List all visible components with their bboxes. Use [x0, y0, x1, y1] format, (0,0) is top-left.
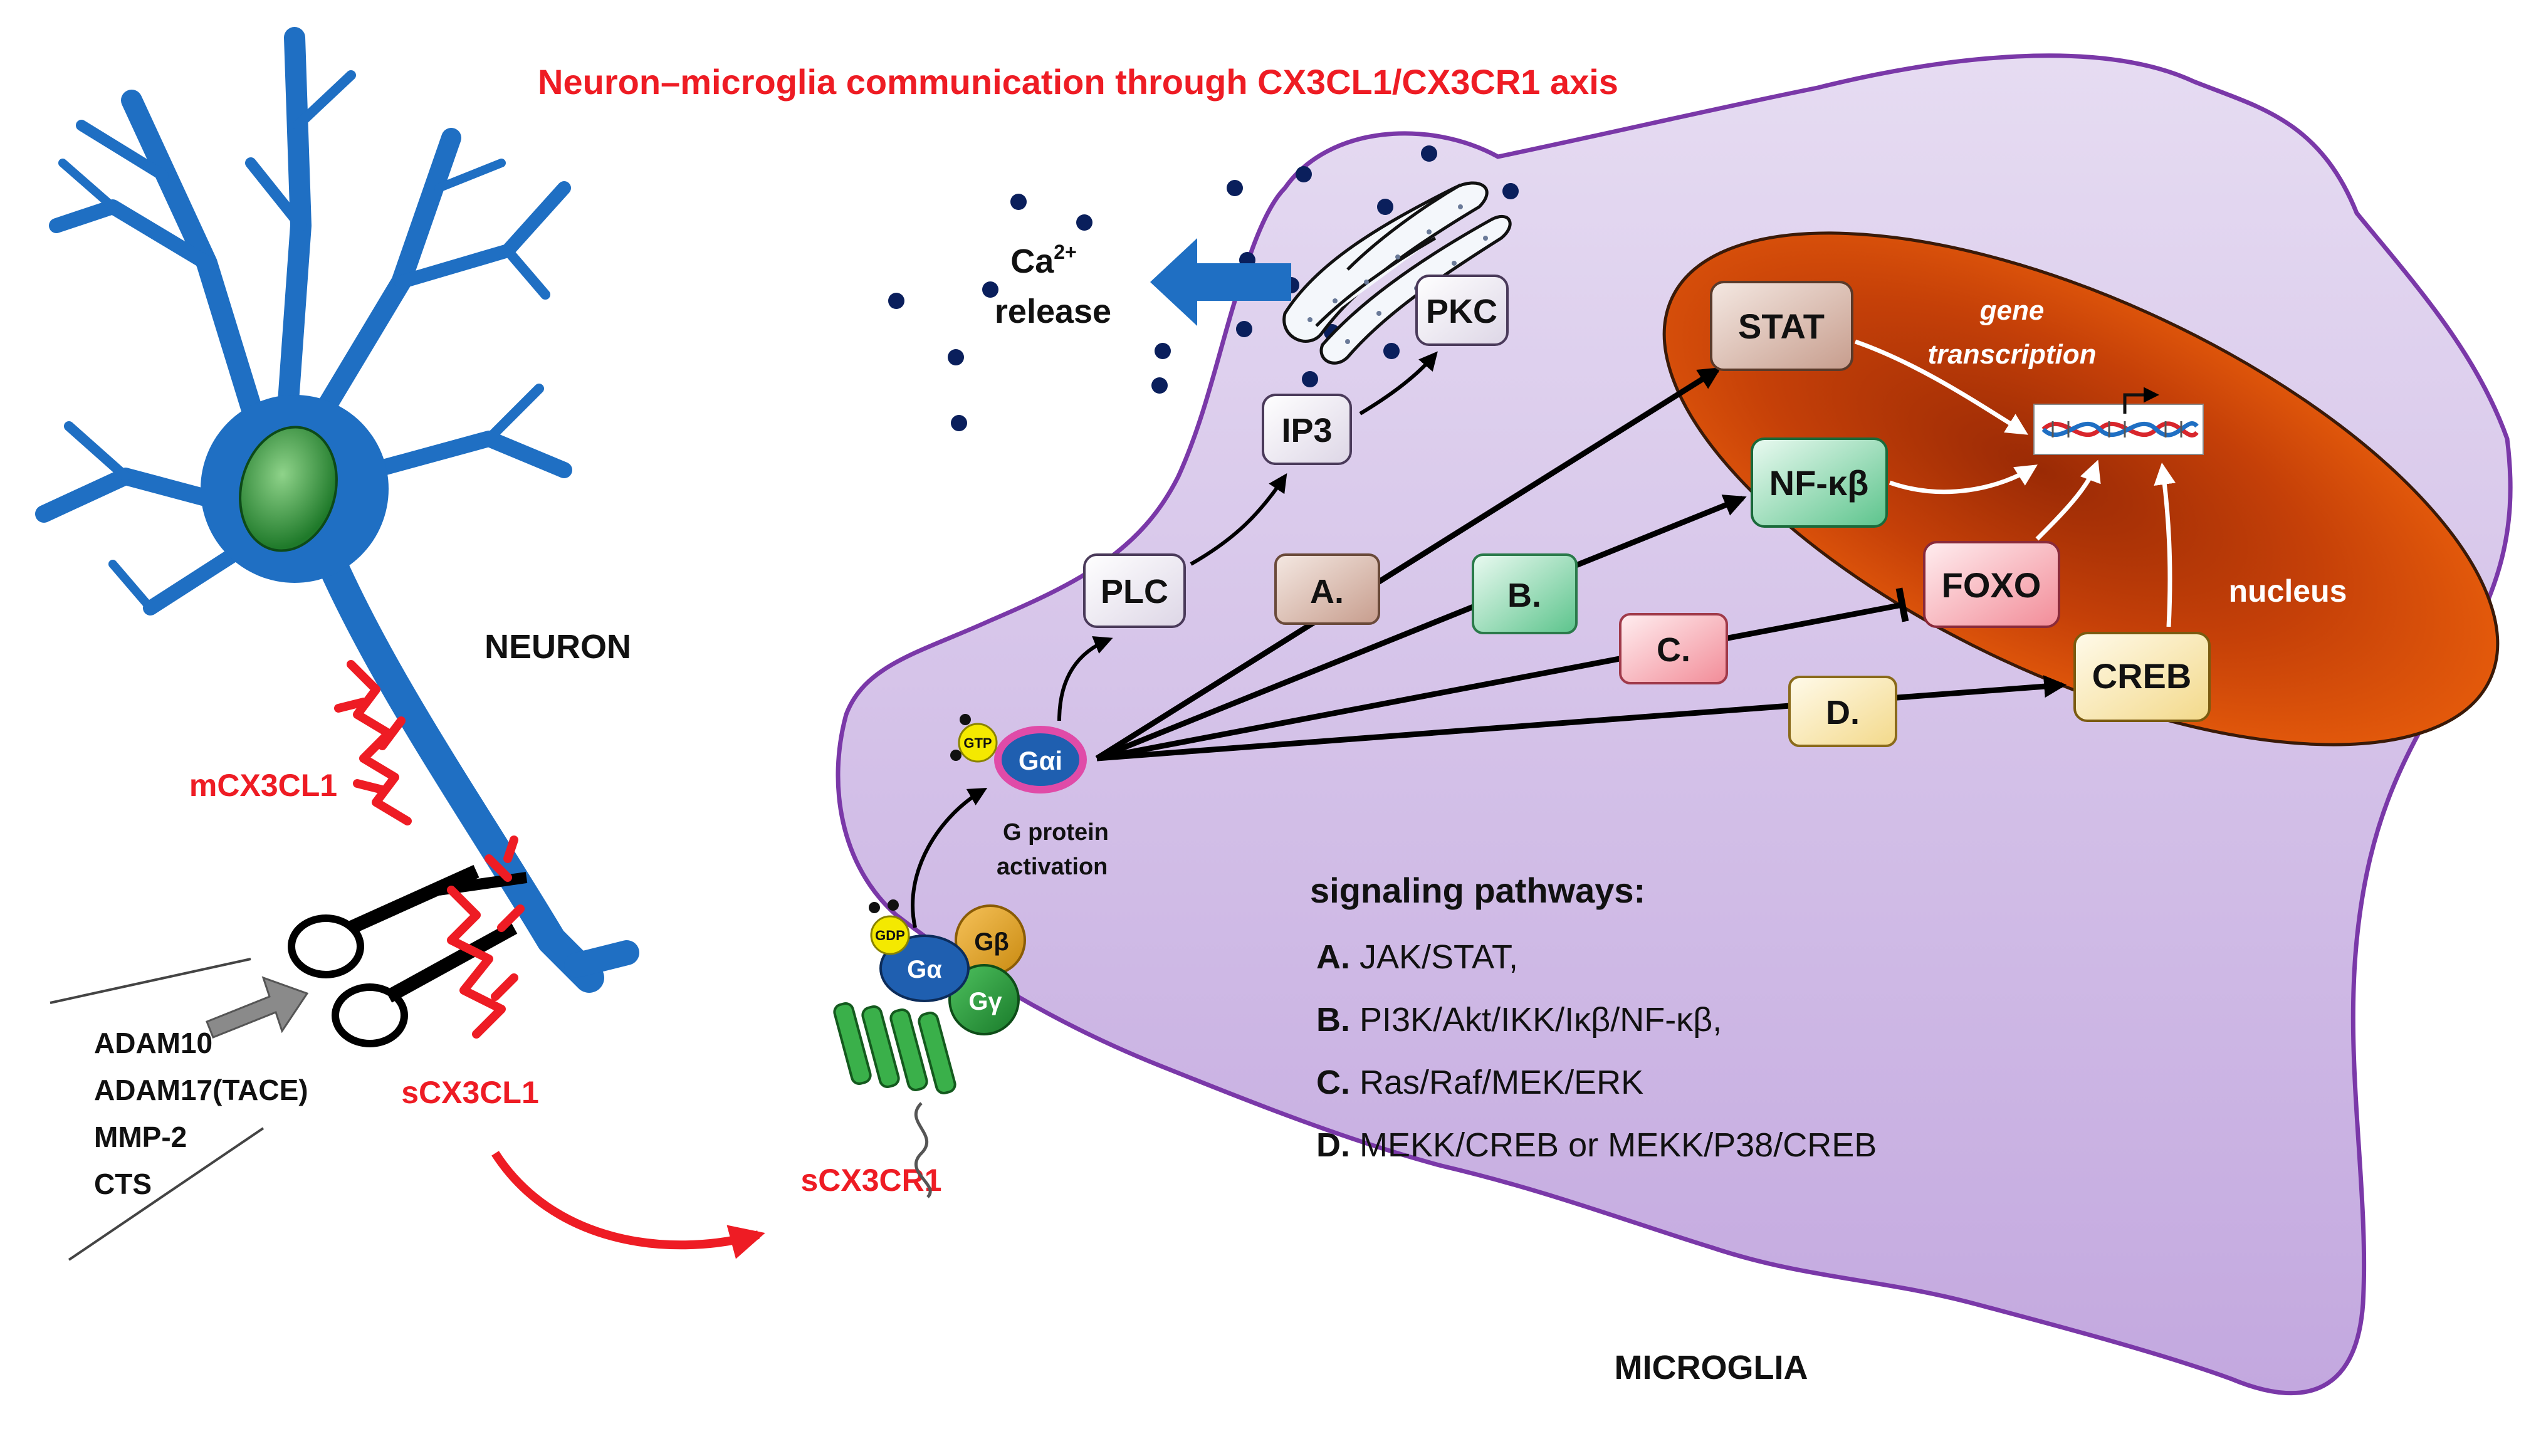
svg-text:FOXO: FOXO [1942, 565, 2041, 605]
neuron-nucleus-icon [239, 426, 338, 552]
calcium-release-arrow [1150, 238, 1291, 326]
protease-arrow [206, 976, 309, 1039]
mcx3cl1-label: mCX3CL1 [189, 768, 337, 803]
dna-icon [2033, 387, 2204, 455]
pathway-a-line [1095, 367, 1722, 761]
svg-text:IP3: IP3 [1281, 412, 1332, 449]
gdp-label: GDP [875, 928, 905, 943]
microglia-label: MICROGLIA [1615, 1349, 1808, 1386]
protease-list: ADAM10 ADAM17(TACE) MMP-2 CTS [94, 1027, 308, 1200]
scx3cr1-label: sCX3CR1 [800, 1163, 941, 1198]
pkc-box: PKC [1415, 275, 1509, 346]
pathway-b-box: B. [1472, 553, 1578, 634]
foxo-box: FOXO [1923, 541, 2060, 628]
arrow-ip3-pkc [1359, 351, 1438, 416]
plc-box: PLC [1083, 553, 1186, 628]
svg-text:C.: C. [1657, 631, 1690, 669]
creb-box: CREB [2073, 632, 2211, 722]
g-alpha-i: Gαi GTP [950, 714, 1087, 793]
svg-text:NF-κβ: NF-κβ [1769, 463, 1869, 503]
gtp-icon [958, 723, 998, 763]
pathways-heading: signaling pathways: [1310, 871, 1645, 910]
pathway-d-box: D. [1788, 676, 1897, 747]
g-beta-label: Gβ [974, 928, 1009, 956]
pathway-c-box: C. [1619, 613, 1728, 684]
svg-text:A.: A. [1310, 573, 1344, 610]
gene-transcription-line1: gene [1979, 295, 2045, 326]
pathway-b-line [1096, 495, 1747, 762]
calcium-label: Ca2+ [1010, 241, 1077, 280]
pathway-d-line [1096, 675, 2067, 762]
pathway-c-line [1096, 587, 1909, 762]
protease-item: MMP-2 [94, 1121, 187, 1153]
er-dots [1307, 204, 1488, 344]
protease-bracket-top [50, 958, 251, 1004]
svg-text:PLC: PLC [1101, 573, 1168, 610]
g-alpha-label: Gα [907, 956, 942, 983]
scissors-icon [288, 864, 528, 1047]
gene-transcription-line2: transcription [1928, 339, 2097, 370]
gdp-icon [870, 915, 910, 955]
protease-bracket-bottom [68, 1127, 265, 1261]
neuron [35, 27, 639, 993]
scx3cl1-label: sCX3CL1 [401, 1075, 539, 1110]
pathway-item: D. MEKK/CREB or MEKK/P38/CREB [1316, 1126, 1877, 1164]
arrow-gai-plc [1057, 636, 1113, 721]
svg-text:CREB: CREB [2092, 656, 2192, 696]
arrow-stat-dna [1854, 339, 2028, 435]
pathway-item: B. PI3K/Akt/IKK/Iκβ/NF-κβ, [1316, 1001, 1722, 1039]
arrow-plc-ip3 [1190, 473, 1287, 566]
pathway-item: C. Ras/Raf/MEK/ERK [1316, 1064, 1643, 1101]
scx3cl1-chemokine-icon [447, 835, 525, 1039]
nucleus-label: nucleus [2229, 573, 2347, 609]
figure-title: Neuron–microglia communication through C… [538, 62, 1618, 102]
svg-text:PKC: PKC [1426, 293, 1497, 330]
g-protein-complex: Gβ Gγ Gα GDP [869, 899, 1026, 1035]
release-arrow [491, 1151, 765, 1259]
g-gamma-label: Gγ [968, 988, 1002, 1015]
gtp-label: GTP [963, 735, 992, 751]
arrow-foxo-dna [2035, 459, 2101, 541]
stat-box: STAT [1710, 281, 1853, 371]
svg-text:STAT: STAT [1738, 306, 1825, 346]
activation-arrow [911, 788, 988, 928]
protease-item: ADAM17(TACE) [94, 1074, 308, 1106]
g-alpha-i-label: Gαi [1019, 746, 1062, 775]
g-alpha-subunit [879, 935, 970, 1002]
g-protein-label-line1: G protein [1003, 819, 1109, 846]
protease-item: ADAM10 [94, 1027, 212, 1059]
svg-text:D.: D. [1826, 694, 1860, 731]
pathway-item: A. JAK/STAT, [1316, 938, 1518, 976]
arrow-creb-dna [2154, 463, 2176, 627]
protease-item: CTS [94, 1168, 152, 1200]
g-protein-label-line2: activation [997, 854, 1108, 880]
nfkb-box: NF-κβ [1751, 437, 1888, 528]
ip3-box: IP3 [1262, 394, 1352, 465]
mcx3cl1-chemokine-icon [334, 660, 412, 825]
neuron-label: NEURON [485, 628, 631, 666]
g-gamma-subunit [948, 964, 1020, 1035]
release-label: release [995, 293, 1111, 330]
pathway-a-box: A. [1274, 553, 1380, 625]
arrow-nfkb-dna [1889, 464, 2038, 495]
svg-text:B.: B. [1507, 577, 1541, 614]
cx3cr1-receptor-icon [833, 1002, 956, 1198]
